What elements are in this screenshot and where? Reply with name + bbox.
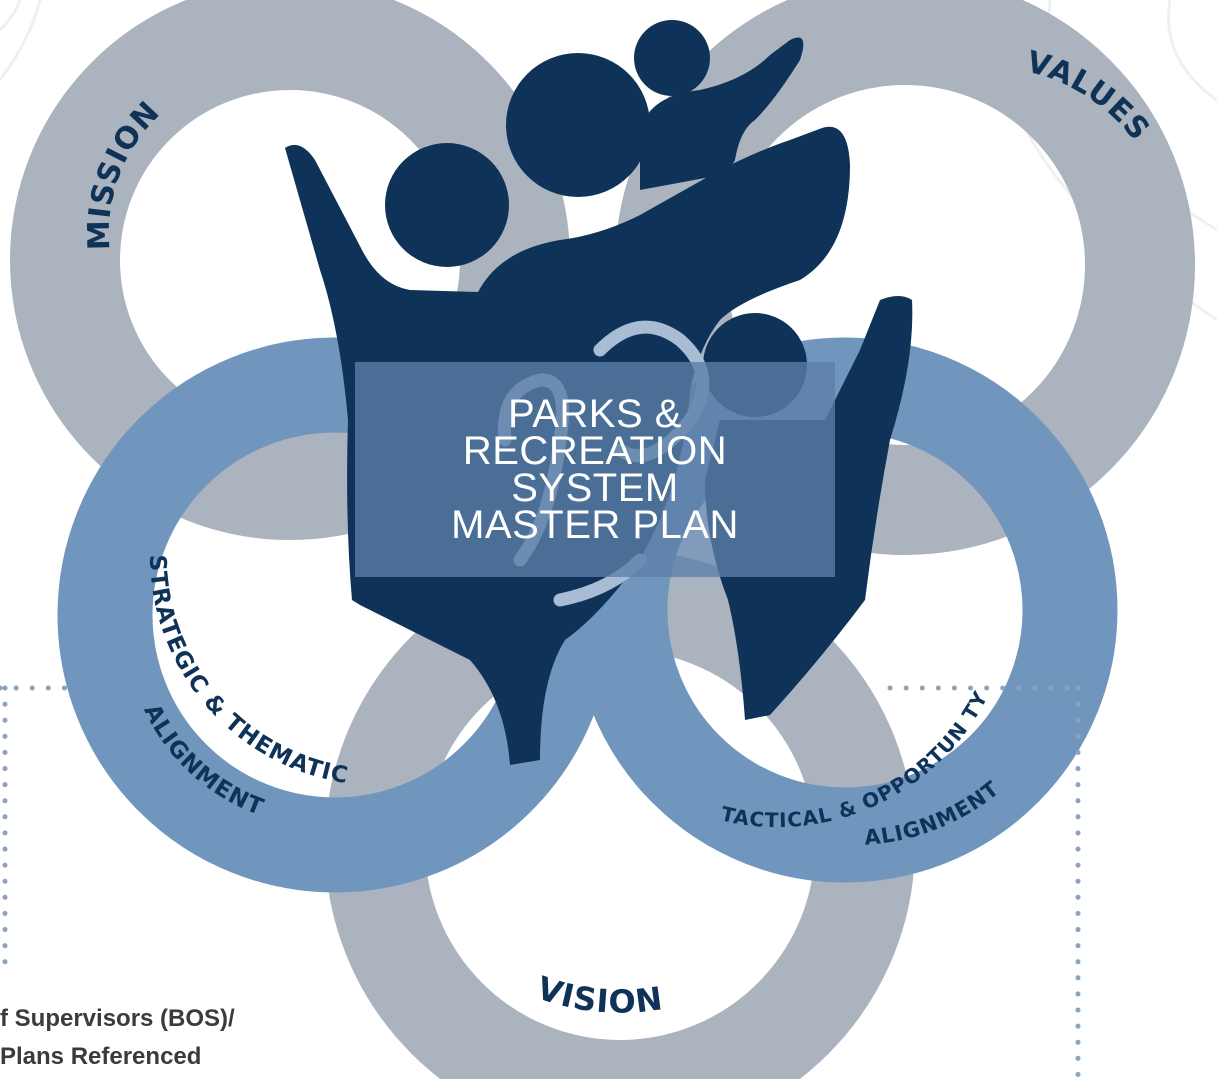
dotted-connectors <box>0 685 1081 1078</box>
footer-line: Plans Referenced <box>0 1043 202 1070</box>
footer-line: f Supervisors (BOS)/ <box>0 1005 235 1032</box>
center-title-line: PARKS & <box>508 391 682 436</box>
footer-caption: f Supervisors (BOS)/ Plans Referenced <box>0 1000 235 1076</box>
vision-label: VISION <box>532 969 665 1021</box>
center-title-line: MASTER PLAN <box>451 502 739 547</box>
center-title-line: RECREATION <box>462 428 728 473</box>
center-title-box: PARKS & RECREATION SYSTEM MASTER PLAN <box>355 362 835 577</box>
center-title-line: SYSTEM <box>511 465 679 510</box>
